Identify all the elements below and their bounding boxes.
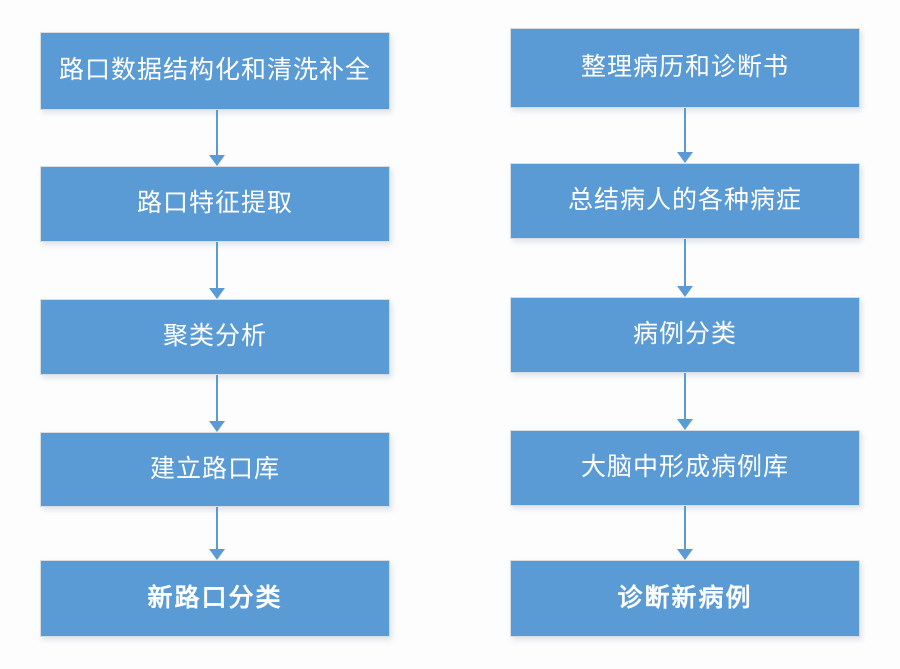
process-node-label: 聚类分析 — [162, 322, 267, 351]
connector-l4-l5 — [209, 507, 225, 560]
connector-arrowhead — [209, 549, 225, 560]
connector-l1-l2 — [209, 110, 225, 166]
connector-shaft — [684, 239, 686, 286]
connector-shaft — [216, 242, 218, 288]
process-node-label: 路口特征提取 — [136, 189, 293, 218]
process-node-r3[interactable]: 病例分类 — [510, 297, 860, 373]
connector-l2-l3 — [209, 242, 225, 299]
connector-arrowhead — [677, 549, 693, 560]
process-node-label: 病例分类 — [632, 320, 737, 349]
process-node-l4[interactable]: 建立路口库 — [40, 432, 390, 507]
process-node-label: 路口数据结构化和清洗补全 — [58, 56, 371, 85]
connector-arrowhead — [209, 155, 225, 166]
connector-r1-r2 — [677, 108, 693, 163]
connector-arrowhead — [677, 286, 693, 297]
connector-l3-l4 — [209, 375, 225, 432]
process-node-label: 总结病人的各种病症 — [567, 186, 802, 215]
process-node-label: 新路口分类 — [147, 583, 283, 612]
process-node-l5[interactable]: 新路口分类 — [40, 560, 390, 637]
connector-shaft — [684, 506, 686, 549]
process-node-l1[interactable]: 路口数据结构化和清洗补全 — [40, 32, 390, 110]
connector-r3-r4 — [677, 373, 693, 430]
connector-r2-r3 — [677, 239, 693, 297]
connector-arrowhead — [677, 419, 693, 430]
connector-shaft — [684, 373, 686, 419]
process-node-r1[interactable]: 整理病历和诊断书 — [510, 28, 860, 108]
process-node-r4[interactable]: 大脑中形成病例库 — [510, 430, 860, 506]
process-node-r2[interactable]: 总结病人的各种病症 — [510, 163, 860, 239]
connector-shaft — [216, 375, 218, 421]
process-node-label: 诊断新病例 — [617, 583, 753, 612]
process-node-label: 大脑中形成病例库 — [580, 453, 789, 482]
process-node-l2[interactable]: 路口特征提取 — [40, 166, 390, 242]
connector-arrowhead — [209, 288, 225, 299]
process-node-r5[interactable]: 诊断新病例 — [510, 560, 860, 637]
connector-r4-r5 — [677, 506, 693, 560]
connector-shaft — [684, 108, 686, 152]
connector-shaft — [216, 507, 218, 549]
process-node-label: 建立路口库 — [149, 454, 280, 483]
process-node-label: 整理病历和诊断书 — [580, 53, 789, 82]
connector-arrowhead — [677, 152, 693, 163]
connector-shaft — [216, 110, 218, 155]
connector-arrowhead — [209, 421, 225, 432]
process-node-l3[interactable]: 聚类分析 — [40, 299, 390, 375]
